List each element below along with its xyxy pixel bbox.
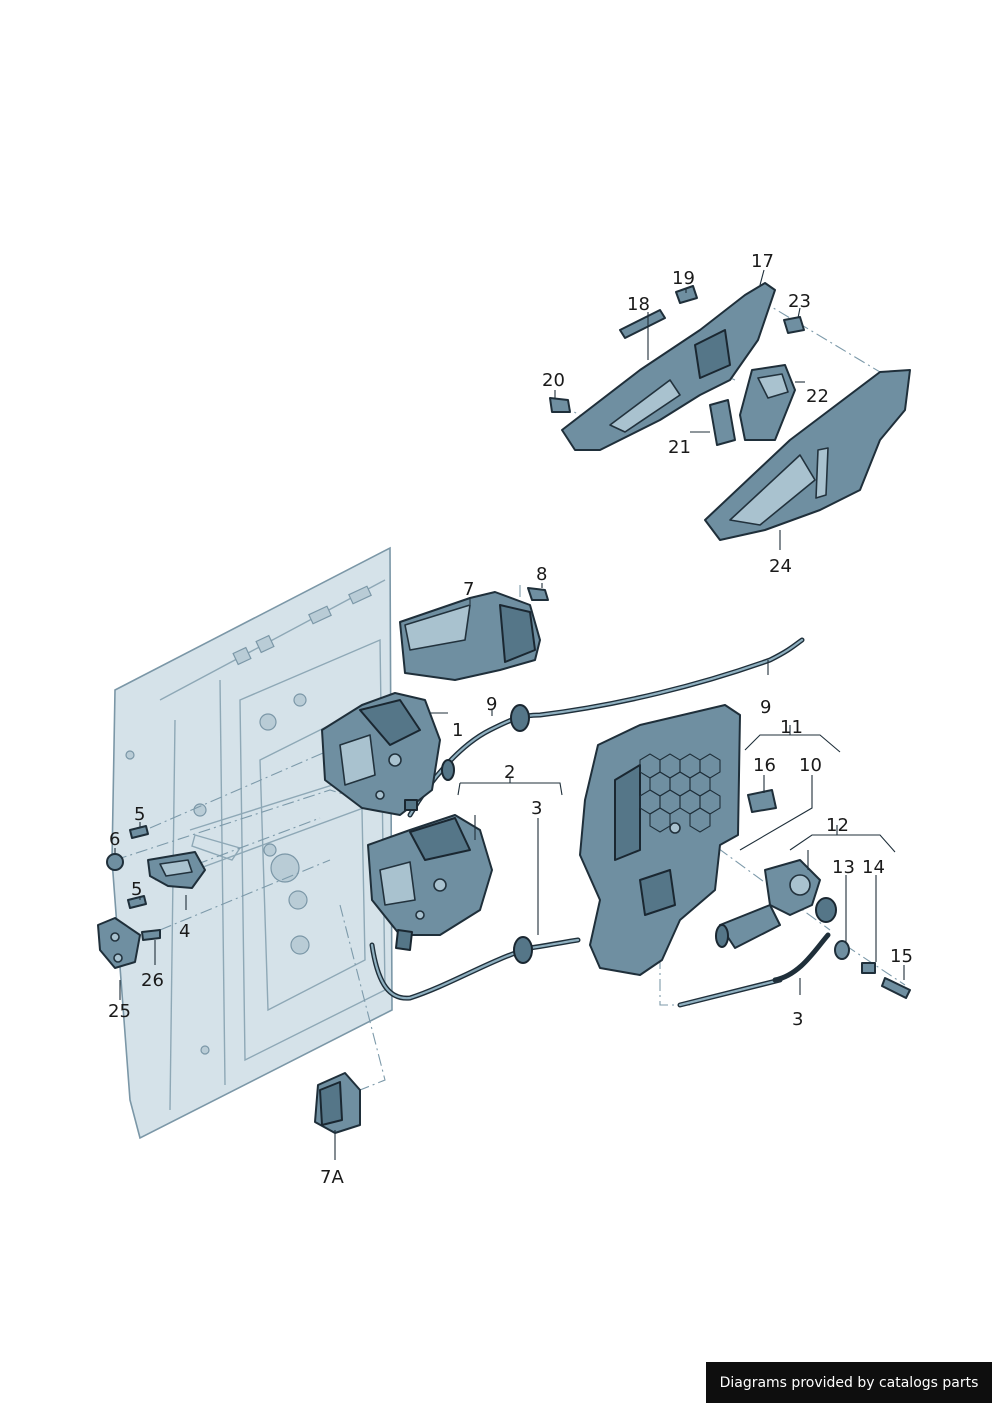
callout-19: 19	[672, 268, 695, 289]
callout-4: 4	[179, 921, 190, 942]
callout-10: 10	[799, 755, 822, 776]
window-switches	[709, 364, 796, 446]
door-lock-1	[321, 692, 441, 816]
callout-9a: 9	[486, 694, 497, 715]
trim-panel-24	[704, 369, 911, 541]
callout-6: 6	[109, 829, 120, 850]
callout-9b: 9	[760, 697, 771, 718]
credit-text: Diagrams provided by catalogs parts	[719, 1374, 979, 1391]
lock-cover-7a	[314, 1072, 361, 1134]
lock-cover-7	[399, 591, 541, 681]
callout-18: 18	[627, 294, 650, 315]
callout-21: 21	[668, 437, 691, 458]
callout-1: 1	[452, 720, 463, 741]
callout-2: 2	[504, 762, 515, 783]
callout-5b: 5	[131, 879, 142, 900]
striker-parts	[97, 825, 206, 969]
callout-7: 7	[463, 579, 474, 600]
callout-14: 14	[862, 857, 885, 878]
screw-8	[527, 587, 549, 601]
credit-banner: Diagrams provided by catalogs parts	[706, 1362, 992, 1403]
callout-24: 24	[769, 556, 792, 577]
callout-3a: 3	[531, 798, 542, 819]
callout-23: 23	[788, 291, 811, 312]
motor-fasteners	[815, 897, 911, 999]
window-motor-12	[715, 859, 821, 949]
bowden-cables	[369, 637, 831, 1008]
leader-lines	[114, 269, 905, 1160]
callout-22: 22	[806, 386, 829, 407]
callout-5a: 5	[134, 804, 145, 825]
callout-11: 11	[780, 717, 803, 738]
bezel-small-parts	[549, 285, 805, 413]
callout-25: 25	[108, 1001, 131, 1022]
honeycomb-pattern	[639, 753, 721, 833]
callout-labels: 1 2 3 3 4 5 5 6 7 7A 8 9 9 10 11 12 13 1…	[108, 251, 913, 1188]
callout-7a: 7A	[320, 1167, 344, 1188]
callout-17: 17	[751, 251, 774, 272]
door-module-carrier-10	[579, 704, 741, 976]
callout-12: 12	[826, 815, 849, 836]
pad-16	[747, 789, 777, 813]
callout-8: 8	[536, 564, 547, 585]
callout-15: 15	[890, 946, 913, 967]
callout-16: 16	[753, 755, 776, 776]
door-inner-panel	[111, 546, 393, 1140]
door-lock-2	[367, 814, 493, 951]
switch-bezel-17	[561, 282, 776, 451]
callout-13: 13	[832, 857, 855, 878]
callout-26: 26	[141, 970, 164, 991]
callout-3b: 3	[792, 1009, 803, 1030]
callout-20: 20	[542, 370, 565, 391]
